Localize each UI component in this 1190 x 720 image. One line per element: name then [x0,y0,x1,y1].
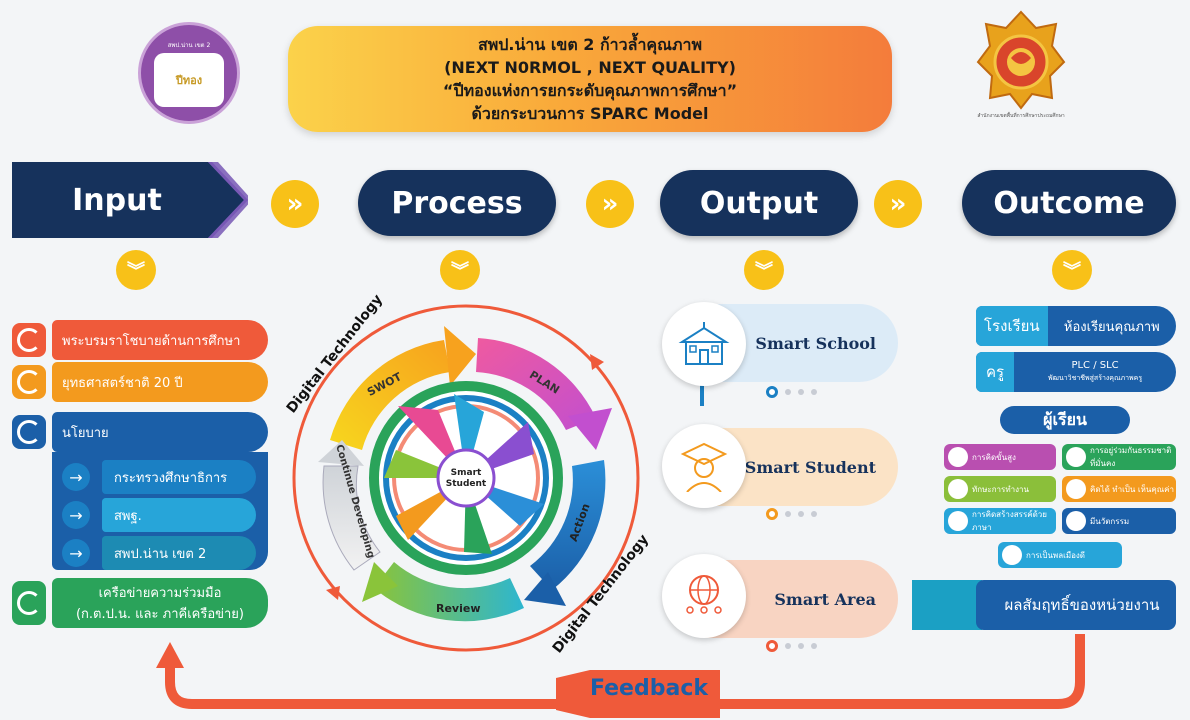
cycle-center-line-2: Student [445,479,487,489]
network-line-1: เครือข่ายความร่วมมือ [98,586,222,601]
student-item-label: การคิดขั้นสูง [972,452,1016,462]
chevron-right-icon: » [586,180,634,228]
ring-icon [12,365,46,399]
smart-area-label: Smart Area [774,589,876,609]
policy-item-obec: → สพฐ. [62,498,256,532]
input-item-royal-policy: พระบรมราโชบายด้านการศึกษา [12,320,268,360]
chevron-down-icon: ︾ [440,250,480,290]
stage-process: Process [358,170,556,236]
title-line-4: ด้วยกระบวนการ SPARC Model [471,104,709,123]
chevron-down-icon: ︾ [744,250,784,290]
input-item-network: เครือข่ายความร่วมมือ (ก.ต.ป.น. และ ภาคีเ… [12,578,268,628]
stage-outcome: Outcome [962,170,1176,236]
pager-dots [766,640,817,652]
pager-dots [766,508,817,520]
cycle-center: Smart Student [440,468,492,490]
outcome-teacher: ครู PLC / SLC พัฒนาวิชาชีพสู่สร้างคุณภาพ… [976,352,1176,392]
feedback-label: Feedback [590,676,708,701]
policy-item-moe: → กระทรวงศึกษาธิการ [62,460,256,494]
outcome-result: ผลสัมฤทธิ์ของหน่วยงาน [912,576,1176,634]
policy-item-label: สพฐ. [102,498,256,532]
title-banner: สพป.น่าน เขต 2 ก้าวล้ำคุณภาพ (NEXT N0RMO… [288,26,892,132]
cycle-review: Review [436,602,481,615]
stage-output: Output [660,170,858,236]
policy-item-nan2: → สพป.น่าน เขต 2 [62,536,256,570]
policy-item-label: สพป.น่าน เขต 2 [102,536,256,570]
emblem-caption: สำนักงานเขตพื้นที่การศึกษาประถมศึกษา [977,113,1065,119]
input-item-national-strategy: ยุทธศาสตร์ชาติ 20 ปี [12,362,268,402]
outcome-teacher-value-2: พัฒนาวิชาชีพสู่สร้างคุณภาพครู [1048,374,1143,382]
student-item-label: คิดได้ ทำเป็น เห็นคุณค่า [1090,484,1174,494]
chevron-down-icon: ︾ [1052,250,1092,290]
student-item: การคิดสร้างสรรค์ด้วยภาษา [944,508,1056,534]
outcome-teacher-value-1: PLC / SLC [1071,360,1119,371]
student-item: มีนวัตกรรม [1062,508,1176,534]
outcome-school-label: โรงเรียน [976,306,1048,346]
chevron-right-icon: » [874,180,922,228]
input-item-label: ยุทธศาสตร์ชาติ 20 ปี [52,362,268,402]
stage-input: Input [12,162,248,238]
student-item: คิดได้ ทำเป็น เห็นคุณค่า [1062,476,1176,502]
input-item-label: พระบรมราโชบายด้านการศึกษา [52,320,268,360]
title-line-2: (NEXT N0RMOL , NEXT QUALITY) [444,58,736,77]
title-line-1: สพป.น่าน เขต 2 ก้าวล้ำคุณภาพ [477,35,703,54]
student-grid: การคิดขั้นสูง การอยู่ร่วมกันธรรมชาติที่ม… [944,444,1176,538]
network-line-2: (ก.ต.ป.น. และ ภาคีเครือข่าย) [75,607,245,622]
arrow-right-icon: → [62,463,90,491]
pager-dots [766,386,817,398]
school-icon [662,302,746,386]
smart-school-label: Smart School [755,333,876,353]
citizen-label: การเป็นพลเมืองดี [1026,550,1086,560]
chevron-down-icon: ︾ [116,250,156,290]
outcome-result-label: ผลสัมฤทธิ์ของหน่วยงาน [1004,596,1160,614]
pee-thong-logo: สพป.น่าน เขต 2 ปีทอง [138,22,240,124]
stage-input-label: Input [72,182,162,218]
outcome-school-value: ห้องเรียนคุณภาพ [1063,319,1160,335]
graduate-icon [662,424,746,508]
outcome-student-title: ผู้เรียน [1000,406,1130,434]
student-item: การอยู่ร่วมกันธรรมชาติที่มั่นคง [1062,444,1176,470]
logo-left-text: ปีทอง [154,52,224,107]
student-item-label: การคิดสร้างสรรค์ด้วยภาษา [972,510,1047,532]
student-item-label: มีนวัตกรรม [1090,516,1130,526]
arrow-right-icon: → [62,501,90,529]
student-item-label: การอยู่ร่วมกันธรรมชาติที่มั่นคง [1090,446,1172,468]
input-item-policy: นโยบาย [12,412,268,452]
arrow-right-icon: → [62,539,90,567]
policy-item-label: กระทรวงศึกษาธิการ [102,460,256,494]
chevron-right-icon: » [271,180,319,228]
globe-people-icon [662,554,746,638]
outcome-teacher-label: ครู [976,352,1015,392]
sparc-cycle [292,304,640,652]
ring-icon [12,323,46,357]
input-item-label: นโยบาย [52,412,268,452]
outcome-school: โรงเรียน ห้องเรียนคุณภาพ [976,306,1176,346]
ring-icon [12,581,46,625]
smart-student-label: Smart Student [744,457,876,477]
student-item: การคิดขั้นสูง [944,444,1056,470]
cycle-center-line-1: Smart [450,468,482,478]
feedback-loop [156,634,1085,718]
title-line-3: “ปีทองแห่งการยกระดับคุณภาพการศึกษา” [442,81,738,100]
obec-emblem-icon [976,10,1066,110]
student-item-label: ทักษะการทำงาน [972,484,1029,494]
ring-icon [12,415,46,449]
student-item-citizen: การเป็นพลเมืองดี [998,542,1122,568]
student-item: ทักษะการทำงาน [944,476,1056,502]
